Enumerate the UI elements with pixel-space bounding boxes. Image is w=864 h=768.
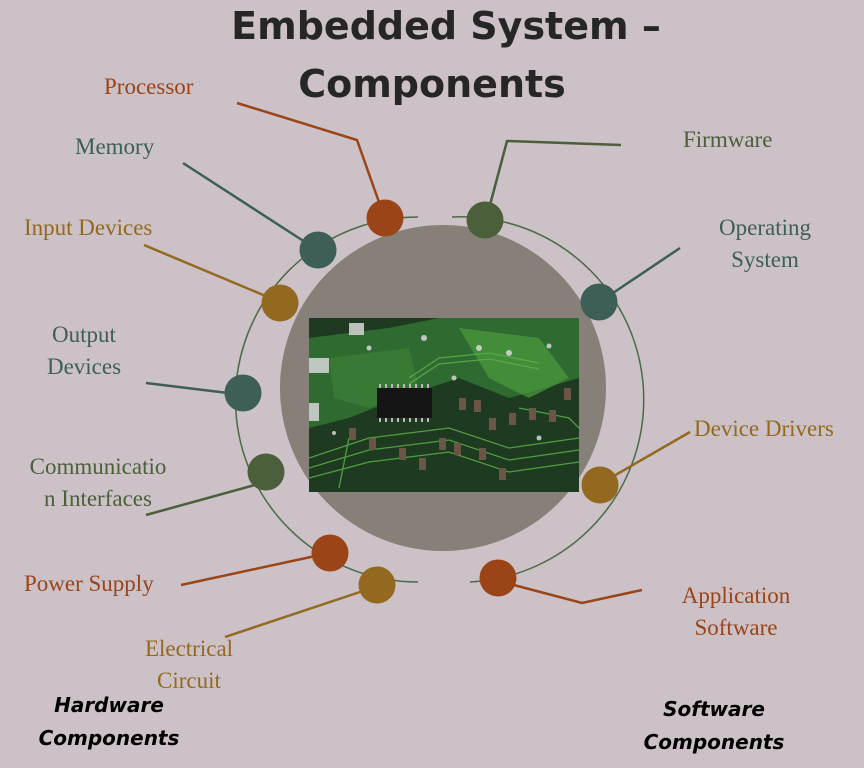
device-drivers-node — [581, 466, 619, 504]
label-communication-line-2: n Interfaces — [44, 486, 152, 511]
output-devices-connector — [145, 381, 229, 395]
input-devices-connector — [143, 243, 269, 299]
power-supply-connector — [180, 553, 321, 587]
label-device-drivers: Device Drivers — [694, 416, 834, 441]
label-operating-system: Operating System — [702, 212, 828, 276]
electrical-circuit-connector — [224, 588, 367, 639]
communication-interfaces-node — [247, 453, 285, 491]
communication-connector — [145, 483, 256, 517]
software-caption-line-1: Software — [663, 697, 765, 721]
firmware-connector — [488, 139, 622, 206]
operating-system-connector — [609, 246, 681, 297]
software-category-caption: Software Components — [636, 693, 792, 759]
page-title-line-2: Components — [298, 62, 566, 106]
operating-system-node — [580, 283, 618, 321]
label-power-supply: Power Supply — [24, 571, 154, 596]
application-software-node — [479, 559, 517, 597]
label-application-software-line-2: Software — [694, 615, 778, 640]
firmware-node — [466, 201, 504, 239]
memory-connector — [182, 161, 306, 244]
application-software-connector — [509, 582, 643, 605]
label-output-devices: Output Devices — [42, 319, 126, 383]
label-application-software: Application Software — [668, 580, 804, 644]
circuit-board-image — [309, 318, 579, 492]
output-devices-node — [224, 374, 262, 412]
memory-node — [299, 231, 337, 269]
page-title-line-1: Embedded System – — [231, 4, 661, 48]
label-firmware: Firmware — [683, 127, 773, 152]
hardware-caption-line-1: Hardware — [54, 693, 164, 717]
chip — [377, 388, 432, 418]
processor-node — [366, 199, 404, 237]
hardware-caption-line-2: Components — [38, 726, 180, 750]
label-output-devices-line-1: Output — [52, 322, 116, 347]
software-caption-line-2: Components — [643, 730, 785, 754]
device-drivers-connector — [611, 430, 691, 479]
label-operating-system-line-1: Operating — [719, 215, 811, 240]
power-supply-node — [311, 534, 349, 572]
processor-connector — [236, 101, 382, 206]
label-electrical-circuit: Electrical Circuit — [136, 633, 242, 697]
software-arc — [451, 216, 645, 583]
label-input-devices: Input Devices — [24, 215, 153, 240]
hardware-category-caption: Hardware Components — [30, 689, 188, 755]
label-electrical-circuit-line-1: Electrical — [144, 636, 234, 661]
label-application-software-line-1: Application — [681, 583, 791, 608]
input-devices-node — [261, 284, 299, 322]
label-output-devices-line-2: Devices — [46, 354, 122, 379]
label-electrical-circuit-line-2: Circuit — [157, 668, 221, 693]
label-communication-line-1: Communicatio — [29, 454, 167, 479]
label-memory: Memory — [75, 134, 155, 159]
label-operating-system-line-2: System — [731, 247, 799, 272]
label-processor: Processor — [104, 74, 194, 99]
electrical-circuit-node — [358, 566, 396, 604]
label-communication-interfaces: Communicatio n Interfaces — [16, 451, 180, 515]
